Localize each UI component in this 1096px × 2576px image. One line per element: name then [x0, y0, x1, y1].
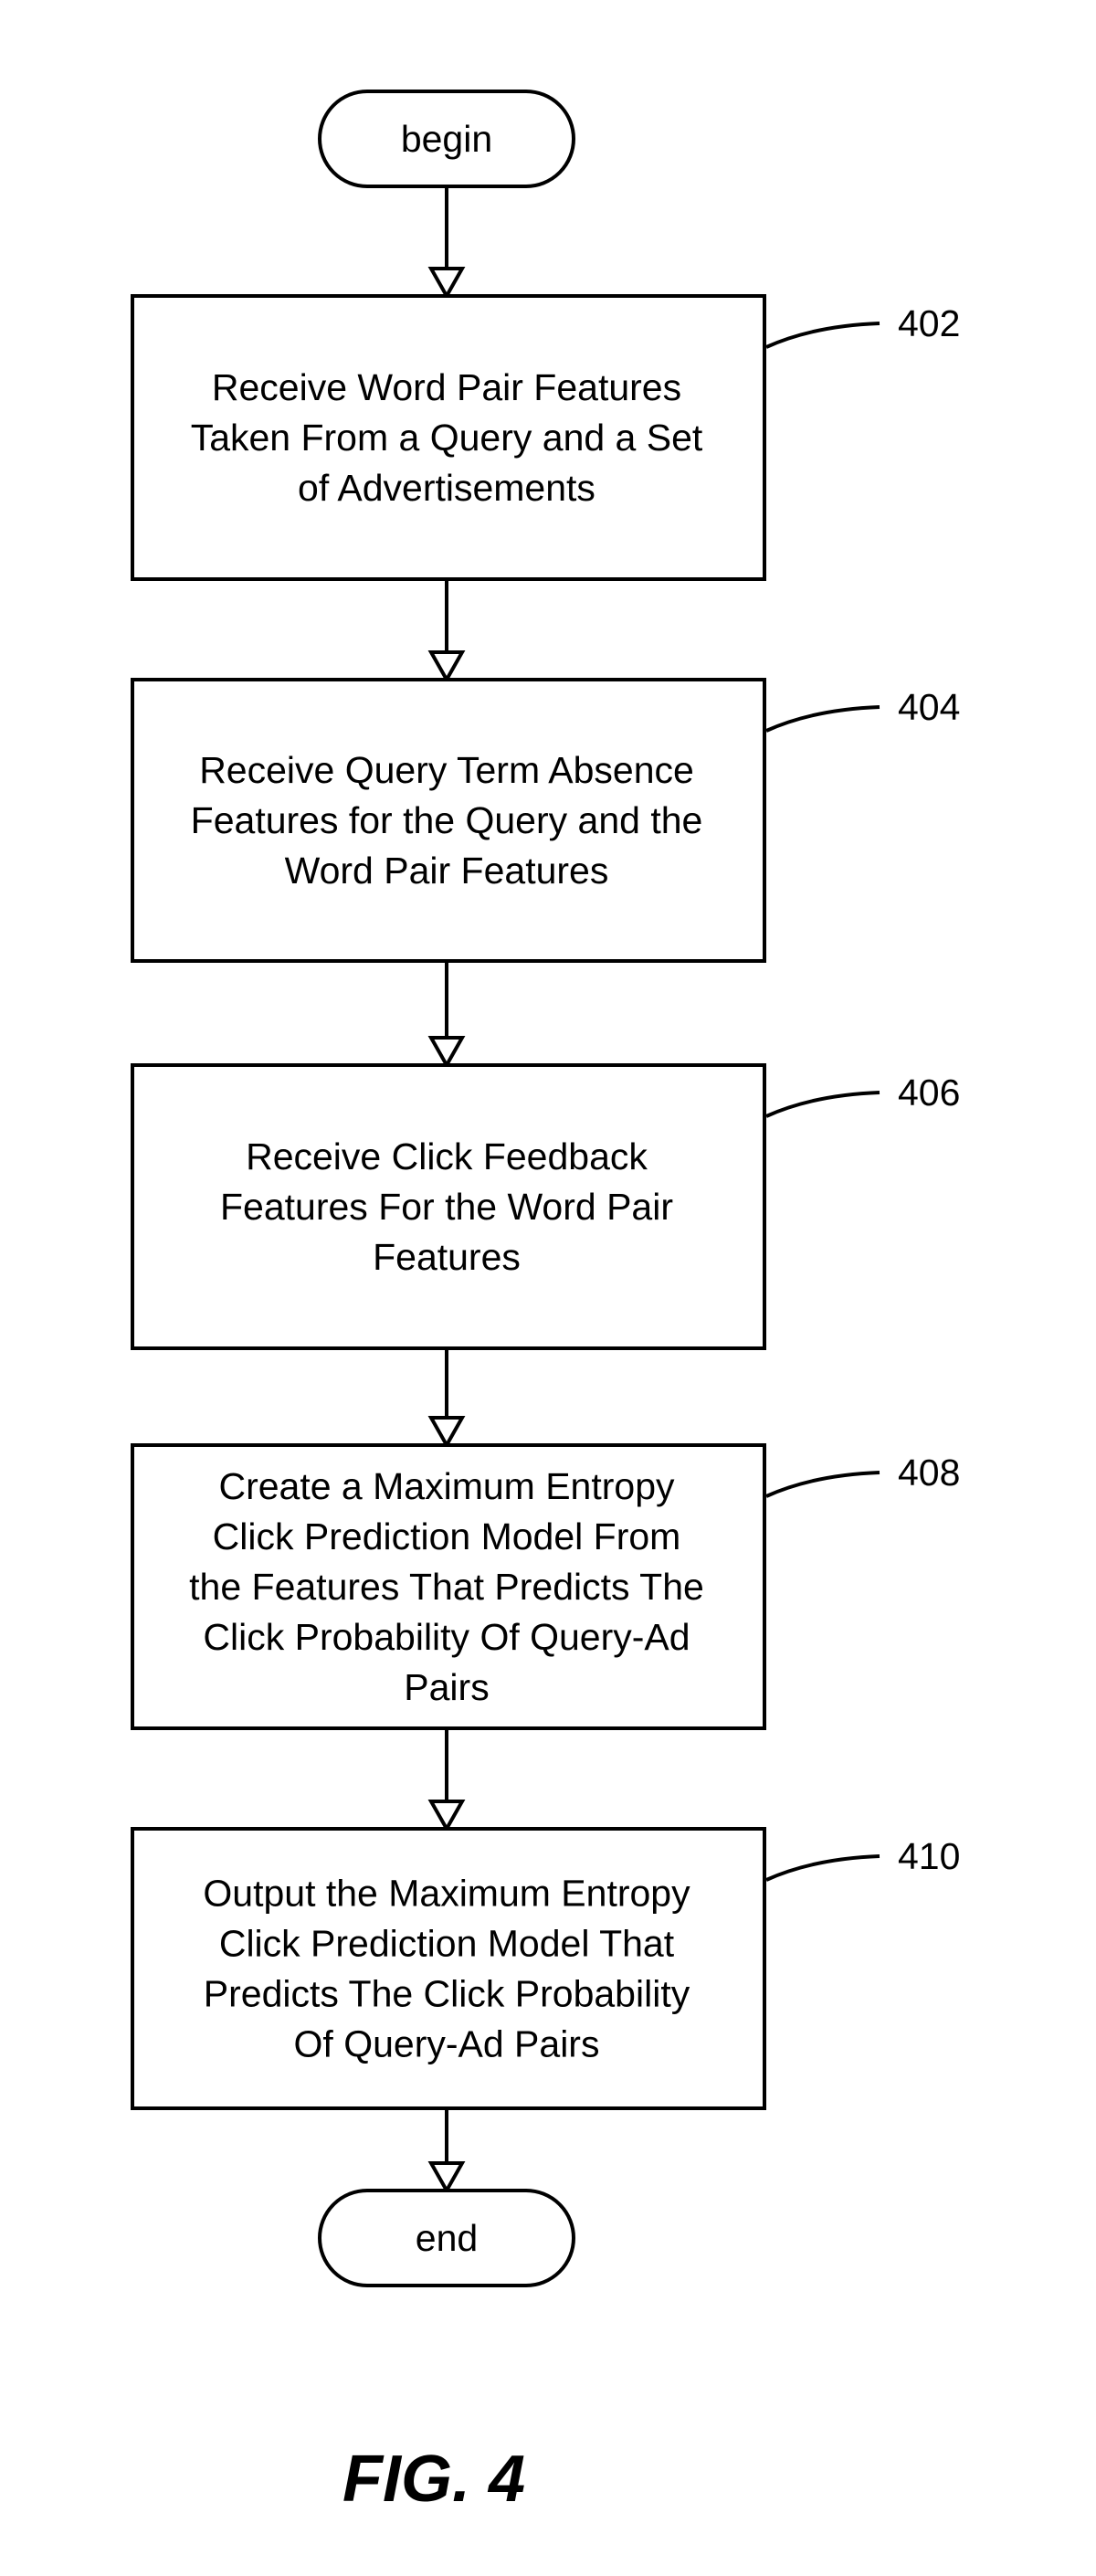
reference-leader-line [766, 1093, 880, 1116]
arrow-step-1-to-step-2 [431, 579, 462, 680]
step-text-line: Receive Query Term Absence [199, 749, 694, 791]
process-steps: Receive Word Pair FeaturesTaken From a Q… [132, 296, 960, 2108]
step-text-line: Create a Maximum Entropy [218, 1465, 675, 1507]
step-text-line: Output the Maximum Entropy [203, 1873, 690, 1915]
step-402: Receive Word Pair FeaturesTaken From a Q… [132, 296, 960, 579]
step-text-line: Click Probability Of Query-Ad [203, 1616, 690, 1658]
arrow-head [431, 269, 462, 296]
step-404: Receive Query Term AbsenceFeatures for t… [132, 680, 960, 961]
arrow-head [431, 1801, 462, 1829]
step-text-line: the Features That Predicts The [189, 1566, 704, 1608]
step-408: Create a Maximum EntropyClick Prediction… [132, 1445, 960, 1728]
step-text-line: Click Prediction Model That [219, 1923, 675, 1965]
arrow-head [431, 1418, 462, 1445]
end-label: end [416, 2217, 478, 2259]
reference-leader-line [766, 707, 880, 731]
step-text-line: Receive Click Feedback [246, 1135, 648, 1177]
step-text-line: Predicts The Click Probability [204, 1973, 690, 2015]
step-text-line: Click Prediction Model From [213, 1515, 681, 1557]
arrow-head [431, 1038, 462, 1065]
arrow-begin-to-step-1 [431, 186, 462, 296]
step-text-line: Word Pair Features [285, 850, 609, 892]
reference-leader-line [766, 323, 880, 347]
step-text-line: Features [373, 1236, 521, 1278]
arrow-head [431, 2163, 462, 2191]
step-text-line: Features For the Word Pair [220, 1186, 673, 1228]
reference-number: 406 [898, 1072, 960, 1114]
step-box [132, 1829, 764, 2108]
begin-label: begin [401, 118, 492, 160]
reference-number: 408 [898, 1452, 960, 1494]
arrow-step-2-to-step-3 [431, 961, 462, 1065]
step-410: Output the Maximum EntropyClick Predicti… [132, 1829, 960, 2108]
step-text-line: of Advertisements [298, 467, 595, 509]
step-text-line: Of Query-Ad Pairs [294, 2023, 600, 2065]
reference-leader-line [766, 1856, 880, 1880]
step-text-line: Pairs [404, 1666, 489, 1708]
arrow-head [431, 652, 462, 680]
arrow-step-3-to-step-4 [431, 1348, 462, 1445]
step-text-line: Features for the Query and the [191, 799, 703, 841]
figure-label: FIG. 4 [342, 2443, 525, 2516]
reference-leader-line [766, 1473, 880, 1496]
reference-number: 402 [898, 302, 960, 344]
step-text-line: Receive Word Pair Features [212, 366, 681, 408]
step-406: Receive Click FeedbackFeatures For the W… [132, 1065, 960, 1348]
reference-number: 404 [898, 686, 960, 728]
arrow-step-4-to-step-5 [431, 1728, 462, 1829]
arrow-step-5-to-end [431, 2108, 462, 2191]
reference-number: 410 [898, 1835, 960, 1877]
step-text-line: Taken From a Query and a Set [191, 417, 703, 459]
